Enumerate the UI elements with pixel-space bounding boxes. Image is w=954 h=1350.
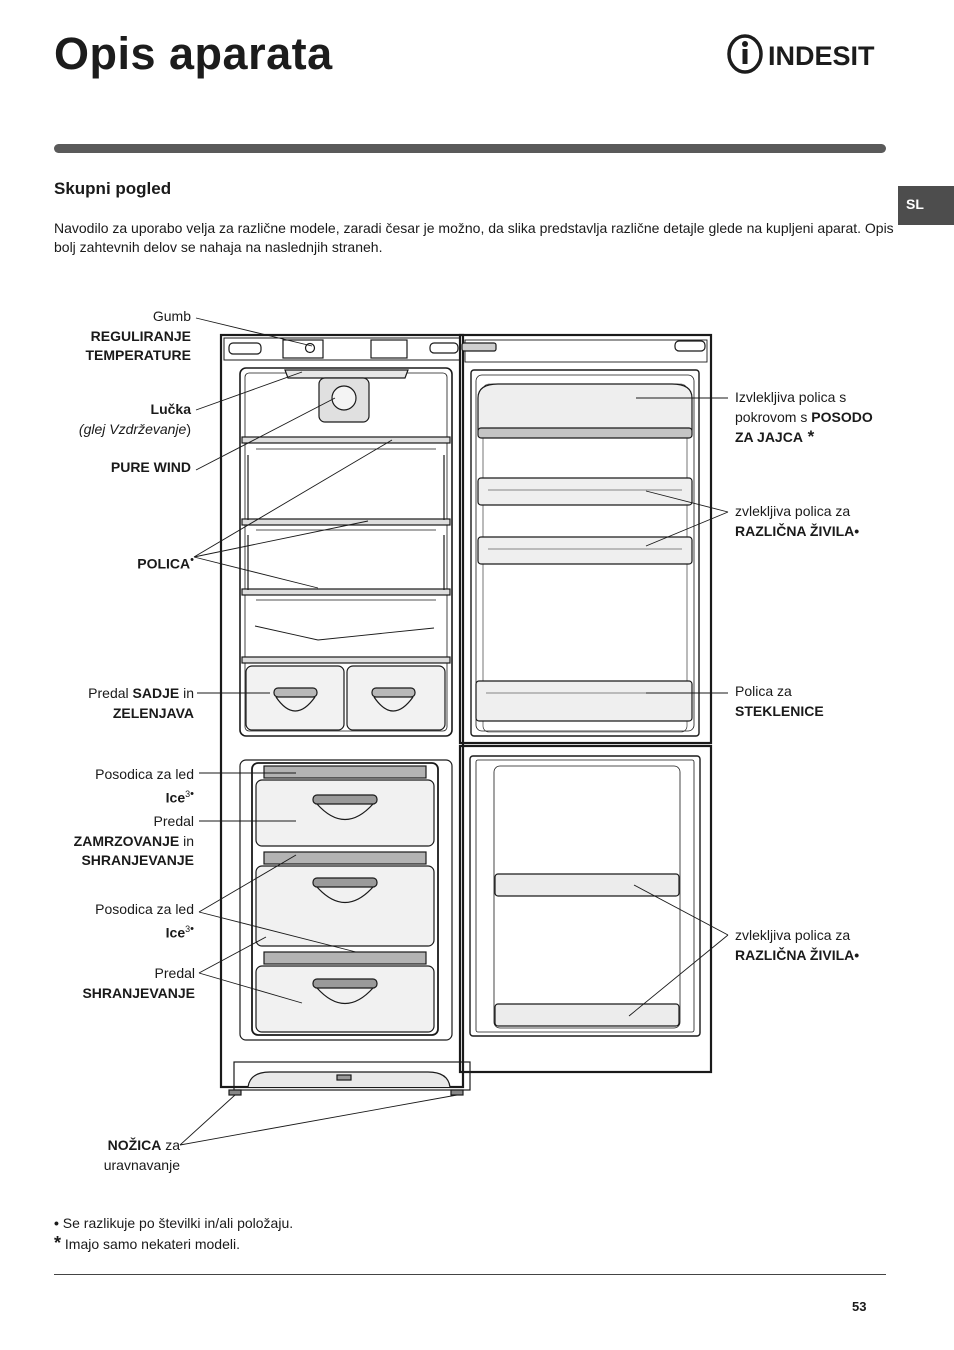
label-door-shelf-2: zvlekljiva polica za RAZLIČNA ŽIVILA• [735, 927, 860, 963]
label-levelling-foot: NOŽICA za uravnavanje [103, 1137, 180, 1173]
label-crisper-drawer: Predal SADJE in ZELENJAVA [88, 685, 194, 721]
label-ice-tray-1: Posodica za led Ice3• [95, 766, 194, 806]
page-title: Opis aparata [54, 28, 333, 79]
footer-rule [54, 1274, 886, 1275]
header-rule [54, 144, 886, 153]
footnotes: • Se razlikuje po številki in/ali položa… [54, 1214, 293, 1254]
section-title: Skupni pogled [54, 179, 172, 198]
label-light: Lučka (glej Vzdrževanje) [78, 401, 191, 437]
leader-lines [179, 317, 729, 1146]
label-egg-shelf: Izvlekljiva polica s pokrovom s POSODO Z… [735, 389, 873, 446]
label-bottle-shelf: Polica za STEKLENICE [735, 683, 824, 719]
brand-name: INDESIT [768, 41, 875, 71]
label-temperature-knob: Gumb REGULIRANJE TEMPERATURE [85, 308, 191, 363]
footnote-varies: • Se razlikuje po številki in/ali položa… [54, 1215, 294, 1231]
label-freezer-drawer: Predal ZAMRZOVANJE in SHRANJEVANJE [73, 813, 194, 868]
label-storage-drawer: Predal SHRANJEVANJE [82, 965, 195, 1001]
footnote-some-models: * Imajo samo nekateri modeli. [54, 1232, 240, 1253]
label-shelf: POLICA• [137, 554, 194, 572]
language-tab: SL [898, 186, 954, 225]
cabinet-body [219, 333, 471, 1096]
fridge-diagram [179, 317, 729, 1146]
label-door-shelf-1: zvlekljiva polica za RAZLIČNA ŽIVILA• [735, 503, 860, 539]
label-pure-wind: PURE WIND [110, 459, 191, 475]
doors [458, 333, 713, 1074]
indesit-logo: INDESIT [727, 34, 875, 74]
intro-paragraph: Navodilo za uporabo velja za različne mo… [54, 220, 894, 255]
label-ice-tray-2: Posodica za led Ice3• [95, 901, 194, 941]
page-number: 53 [852, 1299, 867, 1314]
